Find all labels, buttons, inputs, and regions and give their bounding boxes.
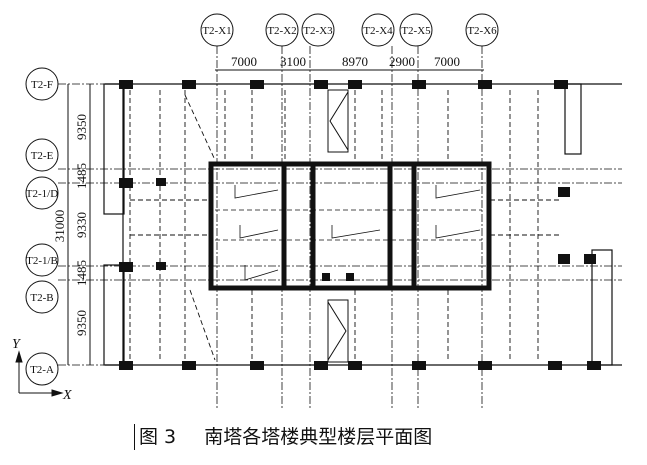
axis-bubble-x5: T2-X5 xyxy=(399,13,433,47)
axis-bubble-1d: T2-1/D xyxy=(25,176,59,210)
axis-bubble-x1: T2-X1 xyxy=(200,13,234,47)
x-grid-lines xyxy=(216,46,483,410)
svg-text:2900: 2900 xyxy=(389,54,415,69)
svg-text:9350: 9350 xyxy=(74,310,89,336)
svg-text:T2-X2: T2-X2 xyxy=(267,25,296,37)
core-interior xyxy=(215,185,482,281)
svg-text:9330: 9330 xyxy=(74,212,89,238)
axis-bubble-x2: T2-X2 xyxy=(265,13,299,47)
axis-bubble-f: T2-F xyxy=(25,67,59,101)
figure-title: 南塔各塔楼典型楼层平面图 xyxy=(204,426,433,448)
svg-text:T2-E: T2-E xyxy=(31,150,54,162)
svg-text:T2-X3: T2-X3 xyxy=(303,25,333,37)
columns xyxy=(119,80,601,370)
axis-bubble-1b: T2-1/B xyxy=(25,243,59,277)
axis-bubble-b: T2-B xyxy=(25,280,59,314)
svg-text:T2-B: T2-B xyxy=(30,292,53,304)
svg-text:T2-X1: T2-X1 xyxy=(202,25,231,37)
y-dimension-lines: 31000 9350 1485 9330 1485 9350 xyxy=(52,84,91,365)
svg-text:T2-A: T2-A xyxy=(30,364,54,376)
svg-text:T2-F: T2-F xyxy=(31,79,53,91)
svg-text:7000: 7000 xyxy=(434,54,460,69)
svg-text:7000: 7000 xyxy=(231,54,257,69)
bracing xyxy=(327,89,349,363)
svg-text:9350: 9350 xyxy=(74,114,89,140)
svg-text:8970: 8970 xyxy=(342,54,368,69)
svg-text:T2-X6: T2-X6 xyxy=(467,25,497,37)
svg-text:T2-1/B: T2-1/B xyxy=(26,255,58,267)
svg-text:1485: 1485 xyxy=(74,163,89,189)
core-walls xyxy=(208,161,492,291)
svg-text:31000: 31000 xyxy=(52,210,67,243)
axis-bubble-a: T2-A xyxy=(25,352,59,386)
figure-number: 图 3 xyxy=(139,426,177,448)
x-dimension-line: 7000 3100 8970 2900 7000 xyxy=(215,54,484,71)
svg-text:3100: 3100 xyxy=(280,54,306,69)
slab-outline xyxy=(103,83,622,366)
svg-text:T2-X4: T2-X4 xyxy=(363,25,393,37)
axis-bubble-x6: T2-X6 xyxy=(465,13,499,47)
svg-text:T2-1/D: T2-1/D xyxy=(26,188,58,200)
axis-bubble-x3: T2-X3 xyxy=(301,13,335,47)
svg-text:Y: Y xyxy=(12,337,22,352)
beams xyxy=(129,90,560,361)
svg-text:X: X xyxy=(62,388,72,403)
axis-bubble-x4: T2-X4 xyxy=(361,13,395,47)
y-grid-lines xyxy=(58,83,622,366)
svg-text:1485: 1485 xyxy=(74,260,89,286)
axis-bubble-e: T2-E xyxy=(25,138,59,172)
coordinate-axes-icon: Y X xyxy=(12,337,72,403)
figure-caption: 图 3 南塔各塔楼典型楼层平面图 xyxy=(134,424,432,450)
x-axis-bubbles: T2-X1 T2-X2 T2-X3 T2-X4 T2-X5 T2-X6 xyxy=(200,13,499,47)
svg-text:T2-X5: T2-X5 xyxy=(401,25,431,37)
